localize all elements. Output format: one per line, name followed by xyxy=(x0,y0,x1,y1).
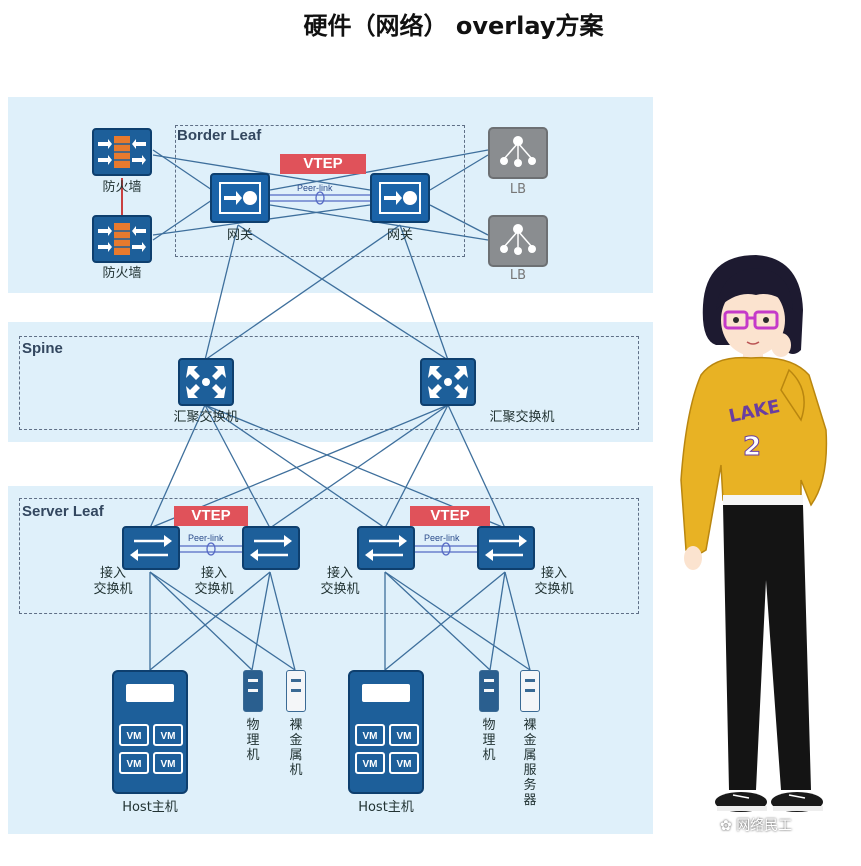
physical-server-icon xyxy=(243,670,263,712)
switch-arrows-icon xyxy=(365,535,407,561)
lb-tree-icon xyxy=(500,136,536,167)
aggregation-arrows-icon xyxy=(186,366,226,398)
vm-box: VM xyxy=(389,752,419,774)
svg-text:2: 2 xyxy=(743,432,761,462)
spine-panel xyxy=(8,322,653,442)
access-switch-icon xyxy=(242,526,300,570)
spine-label: Spine xyxy=(22,340,63,357)
lb-label-2: LB xyxy=(509,268,527,283)
access-switch-label-2: 接入交换机 xyxy=(194,566,234,597)
access-switch-label-1: 接入交换机 xyxy=(93,566,133,597)
bare-metal-server-icon xyxy=(286,670,306,712)
vtep-label-border: VTEP xyxy=(280,154,366,174)
access-switch-icon xyxy=(477,526,535,570)
load-balancer-icon xyxy=(488,127,548,179)
lb-label-1: LB xyxy=(509,182,527,197)
vm-box: VM xyxy=(389,724,419,746)
spine-zone xyxy=(19,336,639,430)
peer-link-label-border: Peer-link xyxy=(297,183,333,193)
border-leaf-zone xyxy=(175,125,465,257)
gateway-router-icon xyxy=(219,182,261,214)
peer-link-label-left: Peer-link xyxy=(188,533,224,543)
vm-box: VM xyxy=(153,752,183,774)
gateway-icon xyxy=(210,173,270,223)
gateway-router-icon xyxy=(379,182,421,214)
server-leaf-label: Server Leaf xyxy=(22,503,104,520)
bare-metal-server-icon xyxy=(520,670,540,712)
lb-tree-icon xyxy=(500,224,536,255)
access-switch-label-4: 接入交换机 xyxy=(534,566,574,597)
firewall-brick-icon xyxy=(98,223,146,255)
gateway-label-1: 网关 xyxy=(226,228,253,243)
vm-box: VM xyxy=(355,724,385,746)
switch-arrows-icon xyxy=(250,535,292,561)
vm-box: VM xyxy=(355,752,385,774)
firewall-brick-icon xyxy=(98,136,146,168)
access-switch-icon xyxy=(357,526,415,570)
peer-link-label-right: Peer-link xyxy=(424,533,460,543)
server-leaf-zone xyxy=(19,498,639,614)
bare-metal-server-label: 裸金属服务器 xyxy=(523,718,537,808)
watermark-text: ✿ 网络民工 xyxy=(720,818,793,834)
spine-switch-icon xyxy=(178,358,234,406)
vtep-label-server-right: VTEP xyxy=(410,506,490,526)
host-server-icon: VM VM VM VM xyxy=(348,670,424,794)
load-balancer-icon xyxy=(488,215,548,267)
vm-box: VM xyxy=(153,724,183,746)
bare-metal-label-1: 裸金属机 xyxy=(289,718,303,778)
spine-switch-label-1: 汇聚交换机 xyxy=(173,410,239,425)
switch-arrows-icon xyxy=(485,535,527,561)
firewall-label-2: 防火墙 xyxy=(102,266,142,281)
host-display-bar xyxy=(126,684,174,702)
switch-arrows-icon xyxy=(130,535,172,561)
host-server-icon: VM VM VM VM xyxy=(112,670,188,794)
vtep-label-server-left: VTEP xyxy=(174,506,248,526)
gateway-label-2: 网关 xyxy=(386,228,413,243)
vm-box: VM xyxy=(119,752,149,774)
cartoon-girl-illustration: LAKE 2 xyxy=(680,255,828,812)
aggregation-arrows-icon xyxy=(428,366,468,398)
border-leaf-label: Border Leaf xyxy=(177,127,262,144)
firewall-icon xyxy=(92,215,152,263)
physical-machine-label-1: 物理机 xyxy=(246,718,260,763)
gateway-icon xyxy=(370,173,430,223)
host-label-1: Host主机 xyxy=(122,800,178,815)
spine-switch-icon xyxy=(420,358,476,406)
spine-switch-label-2: 汇聚交换机 xyxy=(489,410,555,425)
wechat-icon: ✿ xyxy=(720,818,732,834)
host-label-2: Host主机 xyxy=(358,800,414,815)
vm-box: VM xyxy=(119,724,149,746)
firewall-icon xyxy=(92,128,152,176)
access-switch-icon xyxy=(122,526,180,570)
physical-server-icon xyxy=(479,670,499,712)
page-title: 硬件（网络） overlay方案 xyxy=(303,12,604,40)
firewall-label-1: 防火墙 xyxy=(102,180,142,195)
physical-machine-label-2: 物理机 xyxy=(482,718,496,763)
access-switch-label-3: 接入交换机 xyxy=(320,566,360,597)
host-display-bar xyxy=(362,684,410,702)
